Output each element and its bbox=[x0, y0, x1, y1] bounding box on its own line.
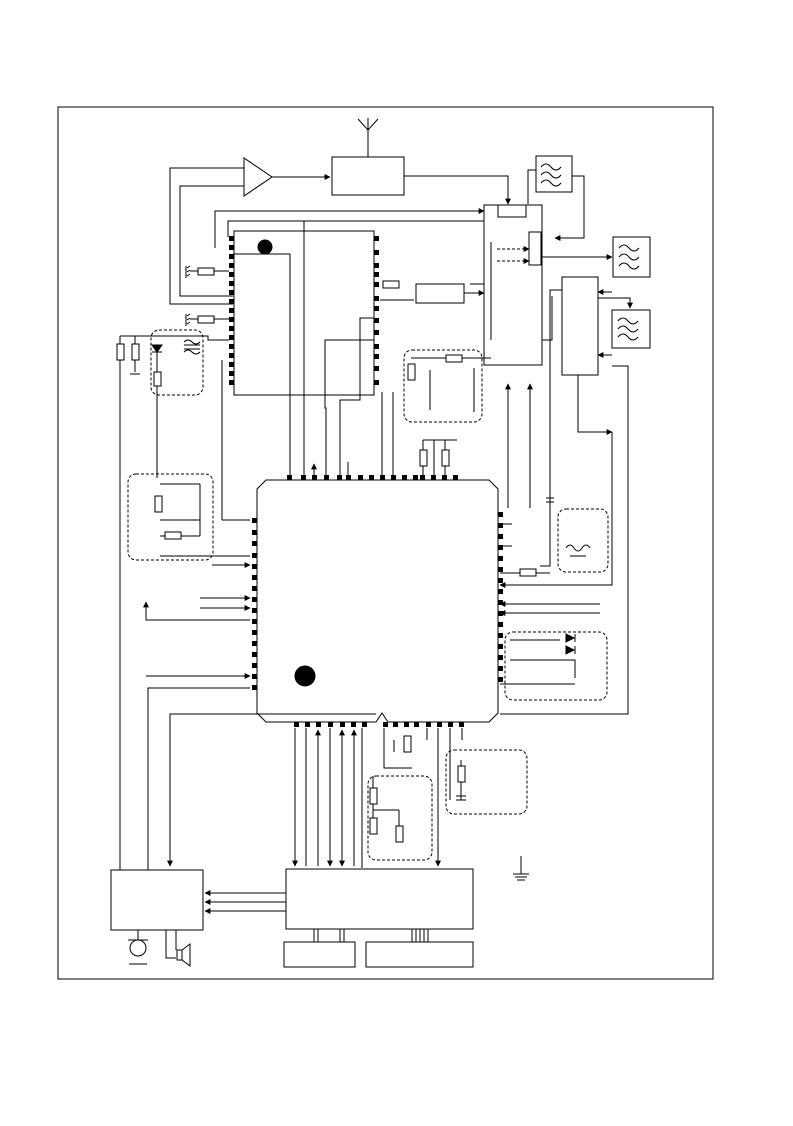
resistor-icon bbox=[153, 371, 162, 387]
mixer-block bbox=[415, 283, 465, 304]
baseband-left-pins bbox=[252, 518, 257, 690]
rf-ic-left-pins bbox=[229, 236, 234, 385]
resistor-icon bbox=[164, 531, 182, 540]
resistor-icon bbox=[369, 817, 378, 835]
diode-icon bbox=[565, 633, 576, 655]
audio-codec-block bbox=[110, 869, 204, 931]
transceiver-switch-block bbox=[528, 231, 542, 266]
outer-frame bbox=[57, 106, 714, 980]
memory-chip-1 bbox=[283, 941, 356, 968]
antenna-icon bbox=[357, 118, 379, 157]
resistor-icon bbox=[395, 825, 404, 843]
duplexer-rx-wire bbox=[404, 175, 511, 205]
rf-duplexer-block bbox=[331, 156, 405, 196]
memory-interface-block bbox=[285, 868, 474, 930]
filter-wave-icon bbox=[611, 309, 651, 349]
rf-ic-right-pins bbox=[374, 236, 379, 385]
pin1-dot-icon bbox=[257, 239, 273, 255]
baseband-top-pins bbox=[287, 475, 458, 480]
rc-module bbox=[367, 775, 433, 861]
microphone-icon bbox=[128, 930, 148, 965]
vco-module bbox=[150, 329, 204, 396]
supervisor-module bbox=[504, 631, 608, 701]
rf-transceiver-block bbox=[483, 204, 543, 366]
battery-sense-module bbox=[445, 749, 528, 815]
pa-control-wire bbox=[179, 185, 244, 297]
ground-icon bbox=[513, 856, 529, 881]
memory-chip-2 bbox=[365, 941, 474, 968]
resistor-icon bbox=[197, 315, 215, 324]
resistor-icon bbox=[441, 449, 450, 467]
transceiver-sub-block bbox=[497, 204, 527, 218]
resistor-icon bbox=[407, 363, 416, 381]
inductor-icon bbox=[183, 339, 201, 355]
loop-filter-module bbox=[127, 473, 214, 561]
resistor-icon bbox=[131, 343, 140, 361]
resistor-icon bbox=[457, 765, 466, 783]
crystal-icon bbox=[565, 544, 591, 557]
rf-to-baseband-wire-2 bbox=[233, 253, 291, 476]
baseband-ic bbox=[256, 479, 499, 723]
resistor-icon bbox=[197, 267, 215, 276]
ground-icon bbox=[185, 313, 191, 326]
speaker-icon bbox=[165, 930, 191, 967]
if-block bbox=[561, 276, 599, 376]
ground-icon bbox=[185, 265, 191, 278]
if-filter-module bbox=[403, 349, 483, 423]
resistor-icon bbox=[419, 449, 428, 467]
baseband-bottom-pins bbox=[294, 722, 464, 727]
pin1-dot-icon bbox=[294, 665, 316, 687]
crystal-module bbox=[557, 508, 609, 573]
filter-wave-icon bbox=[612, 236, 651, 278]
resistor-icon bbox=[403, 735, 412, 753]
resistor-icon bbox=[445, 354, 463, 363]
resistor-icon bbox=[382, 280, 400, 289]
diode-icon bbox=[151, 344, 163, 353]
resistor-icon bbox=[369, 787, 378, 805]
pa-input-wire bbox=[169, 167, 244, 305]
amplifier-triangle-icon bbox=[243, 157, 273, 197]
resistor-icon bbox=[519, 568, 537, 577]
rf-ic-lo-wire bbox=[227, 220, 484, 237]
filter-wave-icon bbox=[535, 155, 573, 193]
baseband-right-pins bbox=[498, 512, 503, 682]
resistor-icon bbox=[154, 495, 163, 513]
rf-ic-tx-wire bbox=[214, 208, 485, 248]
resistor-icon bbox=[116, 343, 125, 361]
